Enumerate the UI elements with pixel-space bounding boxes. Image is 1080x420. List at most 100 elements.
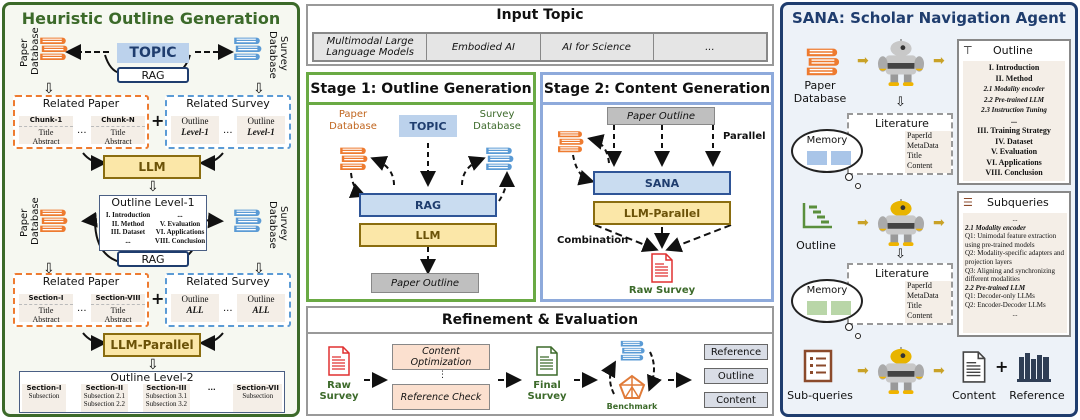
stage1-panel: Stage 1: Outline Generation Paper Databa…: [306, 72, 536, 302]
thought-bubble: [855, 333, 861, 339]
outline-item: I. Introduction: [988, 63, 1040, 72]
combination-label: Combination: [557, 235, 629, 246]
down-arrow-icon: ⇩: [253, 81, 265, 97]
subquery-item: ...: [1012, 215, 1018, 223]
subquery-item: Q2: Encoder-Decoder LLMs: [965, 300, 1046, 309]
down-arrow-icon: ⇩: [43, 261, 55, 277]
reference-books-icon: [1017, 353, 1051, 382]
robot-icon: [877, 197, 925, 249]
outline-item: III. Training Strategy: [977, 126, 1051, 135]
paper-database-icon: [337, 143, 369, 173]
llm-parallel-box: LLM-Parallel: [593, 201, 731, 225]
survey-database-icon: [231, 205, 263, 235]
hierarchy-icon: ⊤: [963, 44, 973, 57]
arrow-right-icon: ➡: [857, 215, 869, 231]
paper-database-icon: [555, 127, 585, 155]
group-title: Related Paper: [42, 275, 120, 288]
thought-bubble: [845, 323, 853, 331]
paper-outline-box: Paper Outline: [607, 107, 715, 125]
topic-item: AI for Science: [541, 34, 654, 60]
panel-title: Heuristic Outline Generation: [21, 9, 281, 28]
input-topic-panel: Input Topic Multimodal Large Language Mo…: [306, 4, 774, 66]
down-arrow-icon: ⇩: [147, 357, 159, 373]
list-icon: ☰: [963, 196, 973, 209]
panel-title: Input Topic: [496, 7, 584, 23]
panel-title: SANA: Scholar Navigation Agent: [792, 9, 1066, 27]
content-optimization-box: Content Optimization: [392, 344, 490, 370]
content-doc-icon: [961, 351, 987, 383]
memory-label: Memory: [806, 135, 848, 146]
stage1-arrows: [348, 143, 515, 275]
group-title: Related Survey: [186, 97, 270, 110]
survey-database-icon: [231, 33, 263, 63]
ellipsis: ...: [223, 303, 233, 314]
memory-box-icon: [831, 301, 851, 315]
parallel-label: Parallel: [723, 131, 766, 142]
thought-bubble: [845, 173, 853, 181]
literature-title: Literature: [875, 267, 929, 280]
raw-survey-icon: [326, 346, 352, 376]
reference-check-box: Reference Check: [392, 384, 490, 410]
paper-database-icon: [803, 43, 841, 79]
down-arrow-icon: ⇩: [895, 95, 906, 110]
topic-box: TOPIC: [399, 115, 457, 137]
paper-database-icon: [37, 33, 69, 63]
outline-item: VIII. Conclusion: [985, 168, 1043, 177]
ellipsis: ...: [77, 125, 87, 136]
ellipsis: ...: [223, 125, 233, 136]
down-arrow-icon: ⇩: [253, 261, 265, 277]
metric-content: Content: [704, 392, 768, 408]
subquery-item: Q3: Aligning and synchronizing different…: [965, 266, 1056, 284]
plus-icon: +: [151, 289, 165, 308]
memory-box-icon: [807, 151, 827, 165]
survey-database-label: Survey Database: [267, 31, 289, 79]
survey-database-icon: [483, 143, 515, 173]
outline-item: V. Evaluation: [990, 147, 1038, 156]
rag-box: RAG: [359, 193, 497, 217]
outline-title: Outline: [993, 44, 1033, 57]
outline-item: 2.2 Pre-trained LLM: [983, 95, 1045, 104]
benchmark-icon: [618, 374, 646, 399]
subquery-item: Q2: Modality-specific adapters and proje…: [965, 249, 1064, 266]
down-arrow-icon: ⇩: [43, 81, 55, 97]
arrow-right-icon: ➡: [933, 53, 945, 69]
survey-database-label: Survey Database: [267, 201, 289, 249]
stage2-arrows: [572, 125, 732, 253]
raw-survey-icon: [649, 253, 675, 283]
group-title: Related Survey: [186, 275, 270, 288]
llm-parallel-box: LLM-Parallel: [103, 333, 201, 357]
panel-title: Stage 2: Content Generation: [543, 75, 771, 105]
reference-label: Reference: [1009, 389, 1065, 402]
outline-item: 2.1 Modality encoder: [983, 85, 1045, 93]
subqueries-title: Subqueries: [987, 196, 1049, 209]
survey-database-label: Survey Database: [473, 109, 521, 132]
final-survey-icon: [534, 346, 560, 376]
memory-box-icon: [807, 301, 827, 315]
raw-survey-label: Raw Survey: [319, 380, 359, 402]
subquery-item: Q1: Decoder-only LLMs: [965, 292, 1035, 301]
outline-item: 2.3 Instruction Tuning: [981, 106, 1047, 114]
outline-title: Outline Level-2: [110, 371, 194, 384]
sub-queries-icon: [803, 349, 833, 383]
memory-box-icon: [831, 151, 851, 165]
outline-item: II. Method: [995, 73, 1033, 83]
panel-title: Refinement & Evaluation: [308, 308, 772, 334]
subquery-item: Q1: Unimodal feature extraction using pr…: [965, 232, 1057, 249]
